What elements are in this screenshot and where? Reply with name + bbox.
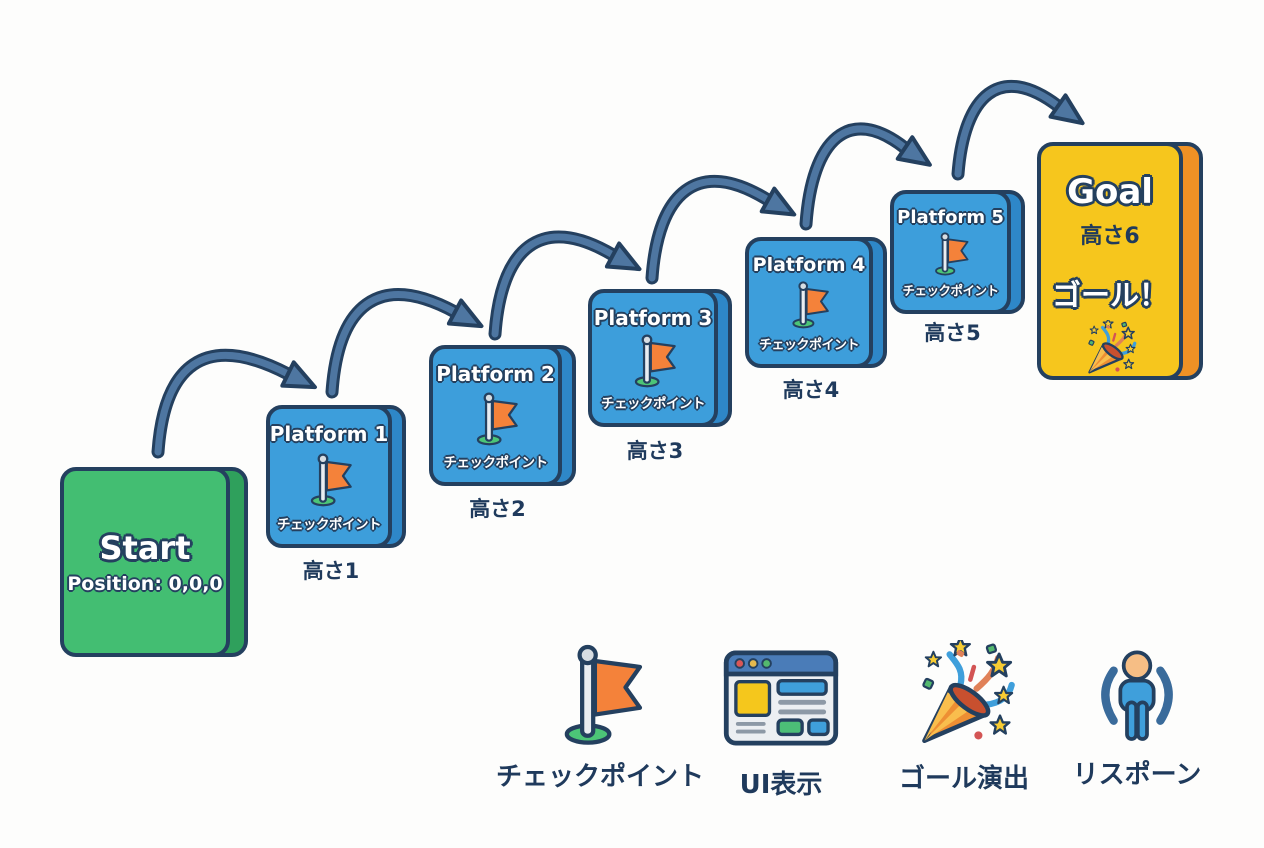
platform-4-height-label: 高さ4	[782, 378, 840, 402]
goal-label: Goal	[1067, 172, 1153, 212]
checkpoint-label: チェックポイント	[601, 396, 706, 412]
jump-arrow-5	[799, 122, 932, 231]
platform-3-title: Platform 3	[593, 306, 713, 330]
checkpoint-label: チェックポイント	[758, 338, 860, 353]
legend-item-ui-display: UI表示	[671, 650, 891, 801]
checkpoint-flag-icon	[556, 644, 644, 746]
platform-5-title: Platform 5	[897, 207, 1004, 228]
jump-arrow-4	[645, 174, 797, 285]
ui-window-icon	[721, 650, 841, 746]
platform-1-height-label: 高さ1	[302, 559, 360, 583]
checkpoint-label: チェックポイント	[443, 455, 549, 471]
platform-2-title: Platform 2	[436, 362, 555, 386]
start-label: Start	[99, 529, 191, 567]
platform-1-box: Platform 1 チェックポイント	[266, 405, 406, 548]
legend-label-checkpoint: チェックポイント	[495, 762, 704, 792]
platform-5-height-label: 高さ5	[924, 321, 981, 345]
legend-label-respawn: リスポーン	[1072, 760, 1202, 790]
party-popper-icon	[1064, 320, 1156, 376]
start-platform-box: Start Position: 0,0,0	[60, 467, 248, 657]
legend-label-goal-effect: ゴール演出	[898, 764, 1029, 794]
legend-item-checkpoint: チェックポイント	[490, 644, 710, 793]
respawn-person-icon	[1087, 644, 1187, 744]
platform-4-title: Platform 4	[752, 254, 866, 276]
checkpoint-label: チェックポイント	[277, 517, 382, 533]
jump-arrow-2	[325, 288, 484, 399]
start-position-label: Position: 0,0,0	[67, 573, 223, 595]
checkpoint-flag-icon	[932, 232, 969, 276]
platform-3-height-label: 高さ3	[626, 439, 684, 463]
platform-2-box: Platform 2 チェックポイント	[429, 345, 576, 486]
checkpoint-flag-icon	[473, 392, 518, 446]
jump-arrow-3	[488, 230, 642, 341]
platform-3-box: Platform 3 チェックポイント	[588, 289, 732, 427]
legend-item-respawn: リスポーン	[1027, 644, 1247, 791]
legend-item-goal-effect: ゴール演出	[854, 640, 1074, 795]
goal-box: Goal 高さ6 ゴール！	[1037, 142, 1203, 380]
jump-arrow-6	[951, 80, 1085, 181]
platform-5-box: Platform 5 チェックポイント	[890, 190, 1025, 314]
goal-height-label: 高さ6	[1080, 224, 1140, 249]
platform-2-height-label: 高さ2	[469, 497, 526, 521]
goal-cheer-label: ゴール！	[1051, 278, 1168, 312]
platform-4-box: Platform 4 チェックポイント	[745, 237, 887, 368]
checkpoint-flag-icon	[789, 281, 829, 329]
checkpoint-flag-icon	[307, 453, 352, 507]
party-popper-icon	[910, 640, 1018, 748]
jump-arrow-1	[151, 348, 317, 459]
legend-label-ui-display: UI表示	[739, 770, 823, 800]
checkpoint-flag-icon	[631, 334, 676, 388]
checkpoint-label: チェックポイント	[902, 283, 999, 298]
platform-1-title: Platform 1	[269, 422, 389, 446]
